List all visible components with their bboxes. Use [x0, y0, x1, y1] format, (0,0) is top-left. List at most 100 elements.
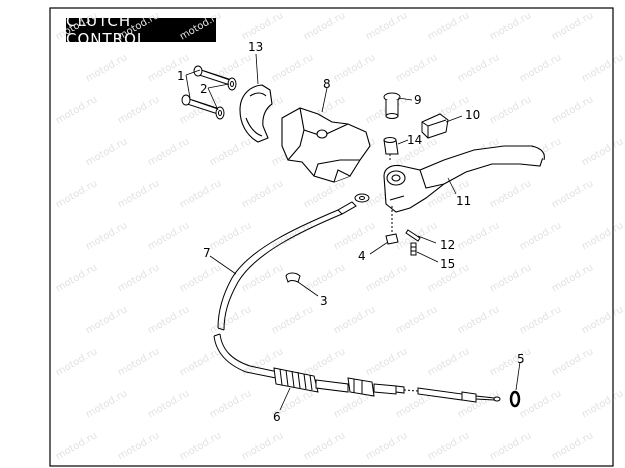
- pivot-pin: [383, 92, 401, 119]
- watermark-text: motod.ru: [488, 262, 533, 294]
- callout-3: 3: [320, 294, 328, 308]
- watermark-text: motod.ru: [426, 430, 471, 462]
- watermark-text: motod.ru: [116, 178, 161, 210]
- watermark-text: motod.ru: [550, 346, 595, 378]
- watermark-text: motod.ru: [456, 304, 501, 336]
- watermark-text: motod.ru: [54, 430, 99, 462]
- watermark-text: motod.ru: [488, 346, 533, 378]
- watermark-text: motod.ru: [488, 178, 533, 210]
- watermark-text: motod.ru: [364, 430, 409, 462]
- watermark-text: motod.ru: [456, 52, 501, 84]
- watermark-text: motod.ru: [208, 136, 253, 168]
- watermark-text: motod.ru: [54, 94, 99, 126]
- watermark-text: motod.ru: [270, 220, 315, 252]
- watermark-text: motod.ru: [550, 178, 595, 210]
- watermark-text: motod.ru: [518, 304, 563, 336]
- clutch-cable-upper: [217, 201, 357, 331]
- callout-1: 1: [177, 69, 185, 83]
- callout-6: 6: [273, 410, 281, 424]
- callout-5: 5: [517, 352, 525, 366]
- watermark-text: motod.ru: [116, 262, 161, 294]
- diagram-border: [49, 7, 614, 467]
- callout-8: 8: [323, 77, 331, 91]
- watermark-text: motod.ru: [178, 346, 223, 378]
- watermark-text: motod.ru: [332, 220, 377, 252]
- callout-14: 14: [407, 133, 422, 147]
- retaining-clip: [385, 206, 399, 245]
- watermark-layer: motod.ru motod.ru motod.ru motod.ru motod.ru…: [54, 10, 625, 462]
- watermark-text: motod.ru: [208, 304, 253, 336]
- watermark-text: motod.ru: [364, 262, 409, 294]
- watermark-text: motod.ru: [116, 346, 161, 378]
- watermark-text: motod.ru: [302, 346, 347, 378]
- watermark-text: motod.ru: [488, 430, 533, 462]
- watermark-text: motod.ru: [518, 52, 563, 84]
- watermark-text: motod.ru: [270, 304, 315, 336]
- watermark-text: motod.ru: [518, 220, 563, 252]
- pivot-bushing: [383, 137, 399, 162]
- watermark-text: motod.ru: [146, 304, 191, 336]
- watermark-text: motod.ru: [550, 430, 595, 462]
- watermark-text: motod.ru: [54, 262, 99, 294]
- cable-washer: [354, 193, 370, 203]
- watermark-text: motod.ru: [550, 94, 595, 126]
- clutch-cable-lower: [213, 333, 279, 379]
- watermark-text: motod.ru: [116, 430, 161, 462]
- watermark-text: motod.ru: [54, 346, 99, 378]
- watermark-text: motod.ru: [580, 388, 625, 420]
- dust-cap: [421, 113, 449, 139]
- watermark-text: motod.ru: [178, 178, 223, 210]
- leader-lines: [185, 53, 521, 411]
- cable-adjuster: [315, 377, 405, 397]
- clutch-lever: [383, 145, 545, 213]
- watermark-text: motod.ru: [518, 388, 563, 420]
- watermark-text: motod.ru: [240, 262, 285, 294]
- watermark-text: motod.ru: [302, 10, 347, 42]
- lever-pin: [405, 229, 421, 242]
- watermark-text: motod.ru: [240, 430, 285, 462]
- watermark-text: motod.ru: [364, 10, 409, 42]
- watermark-text: motod.ru: [178, 262, 223, 294]
- o-ring: [509, 390, 521, 408]
- watermark-text: motod.ru: [332, 304, 377, 336]
- handlebar-clamp: [239, 84, 273, 143]
- callout-9: 9: [414, 93, 422, 107]
- watermark-text: motod.ru: [84, 388, 129, 420]
- watermark-text: motod.ru: [580, 136, 625, 168]
- callout-numbers: 1 2 3 4 5 6 7 8 9 10 11 12 13 14 15: [177, 40, 525, 424]
- callout-2: 2: [200, 82, 208, 96]
- watermark-text: motod.ru: [488, 94, 533, 126]
- watermark-text: motod.ru: [208, 220, 253, 252]
- watermark-text: motod.ru: [580, 52, 625, 84]
- lever-bracket-housing: [281, 107, 371, 183]
- watermark-text: motod.ru: [84, 136, 129, 168]
- watermark-text: motod.ru: [116, 94, 161, 126]
- watermark-text: motod.ru: [84, 220, 129, 252]
- watermark-text: motod.ru: [54, 10, 99, 42]
- callout-7: 7: [203, 246, 211, 260]
- watermark-text: motod.ru: [116, 10, 161, 42]
- callout-11: 11: [456, 194, 471, 208]
- callout-4: 4: [358, 249, 366, 263]
- watermark-text: motod.ru: [364, 346, 409, 378]
- watermark-text: motod.ru: [488, 10, 533, 42]
- callout-12: 12: [440, 238, 455, 252]
- watermark-text: motod.ru: [580, 220, 625, 252]
- watermark-text: motod.ru: [146, 220, 191, 252]
- watermark-text: motod.ru: [146, 388, 191, 420]
- watermark-text: motod.ru: [146, 136, 191, 168]
- watermark-text: motod.ru: [54, 178, 99, 210]
- watermark-text: motod.ru: [456, 220, 501, 252]
- watermark-text: motod.ru: [84, 304, 129, 336]
- cable-clip: [285, 272, 301, 283]
- watermark-text: motod.ru: [550, 262, 595, 294]
- watermark-text: motod.ru: [208, 388, 253, 420]
- watermark-text: motod.ru: [580, 304, 625, 336]
- watermark-text: motod.ru: [426, 10, 471, 42]
- watermark-text: motod.ru: [332, 52, 377, 84]
- callout-13: 13: [248, 40, 263, 54]
- watermark-text: motod.ru: [394, 304, 439, 336]
- watermark-text: motod.ru: [240, 10, 285, 42]
- watermark-text: motod.ru: [84, 52, 129, 84]
- watermark-text: motod.ru: [270, 52, 315, 84]
